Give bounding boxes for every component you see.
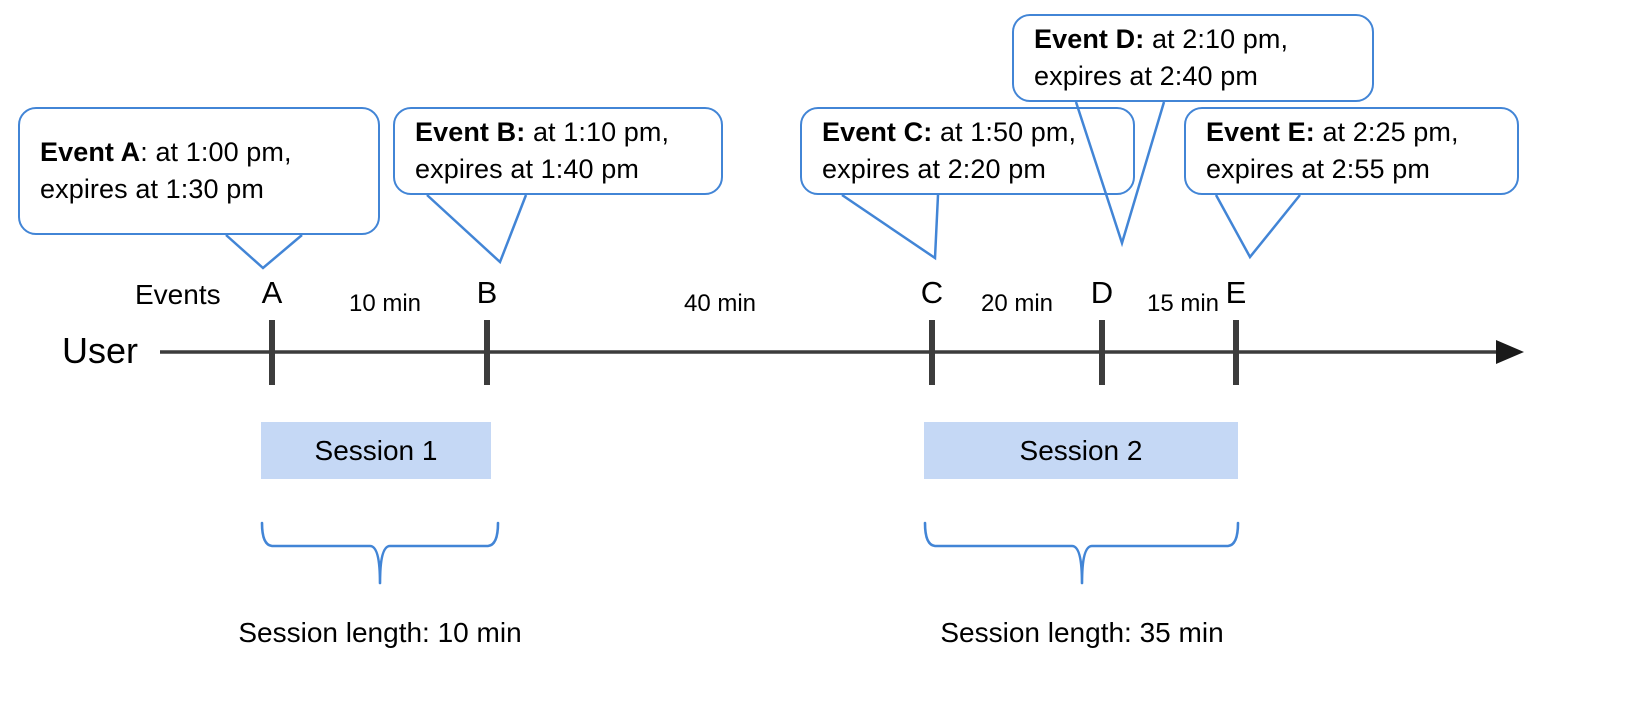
callout-tail-e — [1214, 194, 1301, 260]
callout-event-d-text: Event D: at 2:10 pm, expires at 2:40 pm — [1014, 21, 1308, 96]
callout-event-c-text: Event C: at 1:50 pm, expires at 2:20 pm — [802, 114, 1096, 189]
callout-event-a[interactable]: Event A: at 1:00 pm, expires at 1:30 pm — [18, 107, 380, 235]
session-2-brace — [923, 521, 1240, 585]
callout-event-a-text: Event A: at 1:00 pm, expires at 1:30 pm — [20, 134, 312, 209]
callout-tail-d — [1074, 101, 1166, 248]
callout-event-c-line2: expires at 2:20 pm — [822, 154, 1046, 184]
gap-label-d-e: 15 min — [1146, 290, 1220, 317]
tick-label-e: E — [1225, 275, 1247, 310]
session-1-box[interactable]: Session 1 — [261, 422, 491, 479]
callout-event-b[interactable]: Event B: at 1:10 pm, expires at 1:40 pm — [393, 107, 723, 195]
tick-label-a: A — [261, 275, 283, 310]
callout-event-b-line2: expires at 1:40 pm — [415, 154, 639, 184]
callout-event-e[interactable]: Event E: at 2:25 pm, expires at 2:55 pm — [1184, 107, 1519, 195]
callout-event-c-title: Event C: — [822, 116, 933, 147]
callout-tail-c — [841, 193, 940, 261]
gap-label-a-b: 10 min — [348, 290, 422, 317]
events-row-label: Events — [135, 279, 221, 310]
callout-event-e-line2: expires at 2:55 pm — [1206, 154, 1430, 184]
tick-label-d: D — [1090, 275, 1114, 310]
session-2-box[interactable]: Session 2 — [924, 422, 1238, 479]
callout-tail-a — [225, 234, 303, 270]
callout-event-c[interactable]: Event C: at 1:50 pm, expires at 2:20 pm — [800, 107, 1135, 195]
axis-arrowhead — [1496, 340, 1524, 364]
timeline-axis — [160, 340, 1524, 364]
callout-event-a-sep: : — [140, 136, 156, 167]
callout-event-d-line1: at 2:10 pm, — [1151, 23, 1289, 54]
gap-label-c-d: 20 min — [980, 290, 1054, 317]
session-2-label: Session 2 — [1019, 434, 1143, 466]
session-2-length-caption: Session length: 35 min — [940, 617, 1224, 648]
callout-event-e-title: Event E: — [1206, 116, 1315, 147]
session-1-brace — [260, 521, 500, 585]
callout-event-d-line2: expires at 2:40 pm — [1034, 61, 1258, 91]
tick-label-b: B — [476, 275, 498, 310]
callout-event-e-text: Event E: at 2:25 pm, expires at 2:55 pm — [1186, 114, 1479, 189]
lane-label-user: User — [62, 330, 139, 371]
callout-event-b-text: Event B: at 1:10 pm, expires at 1:40 pm — [395, 114, 689, 189]
tick-marks — [269, 320, 1239, 385]
callout-event-b-line1: at 1:10 pm, — [532, 116, 670, 147]
callout-tail-b — [426, 194, 528, 265]
callout-event-a-line1: at 1:00 pm, — [155, 136, 292, 167]
session-1-length-caption: Session length: 10 min — [238, 617, 522, 648]
callout-event-c-line1: at 1:50 pm, — [939, 116, 1077, 147]
callout-event-e-line1: at 2:25 pm, — [1322, 116, 1459, 147]
callout-event-d[interactable]: Event D: at 2:10 pm, expires at 2:40 pm — [1012, 14, 1374, 102]
tick-label-c: C — [920, 275, 944, 310]
callout-event-a-line2: expires at 1:30 pm — [40, 174, 264, 204]
gap-label-b-c: 40 min — [683, 290, 757, 317]
session-1-label: Session 1 — [314, 434, 438, 466]
callout-event-d-title: Event D: — [1034, 23, 1145, 54]
callout-event-a-title: Event A — [40, 136, 141, 167]
callout-event-b-title: Event B: — [415, 116, 526, 147]
